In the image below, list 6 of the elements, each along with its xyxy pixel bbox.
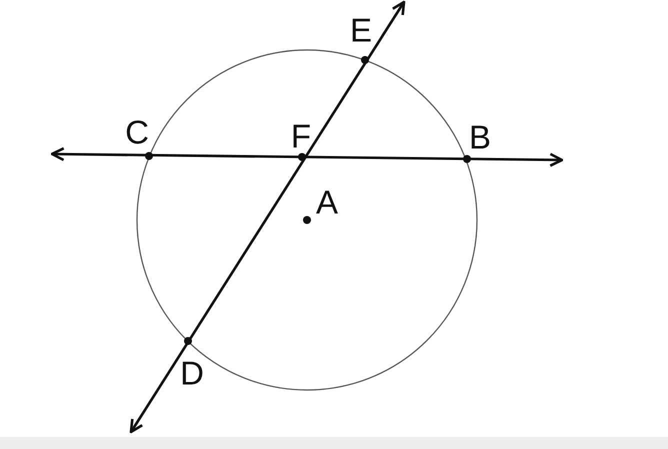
- point-label: B: [469, 120, 491, 154]
- point-label: C: [125, 116, 149, 148]
- point-label: E: [350, 14, 372, 46]
- point-label: F: [290, 120, 312, 152]
- point-label: D: [180, 356, 204, 390]
- point-label: A: [316, 186, 338, 218]
